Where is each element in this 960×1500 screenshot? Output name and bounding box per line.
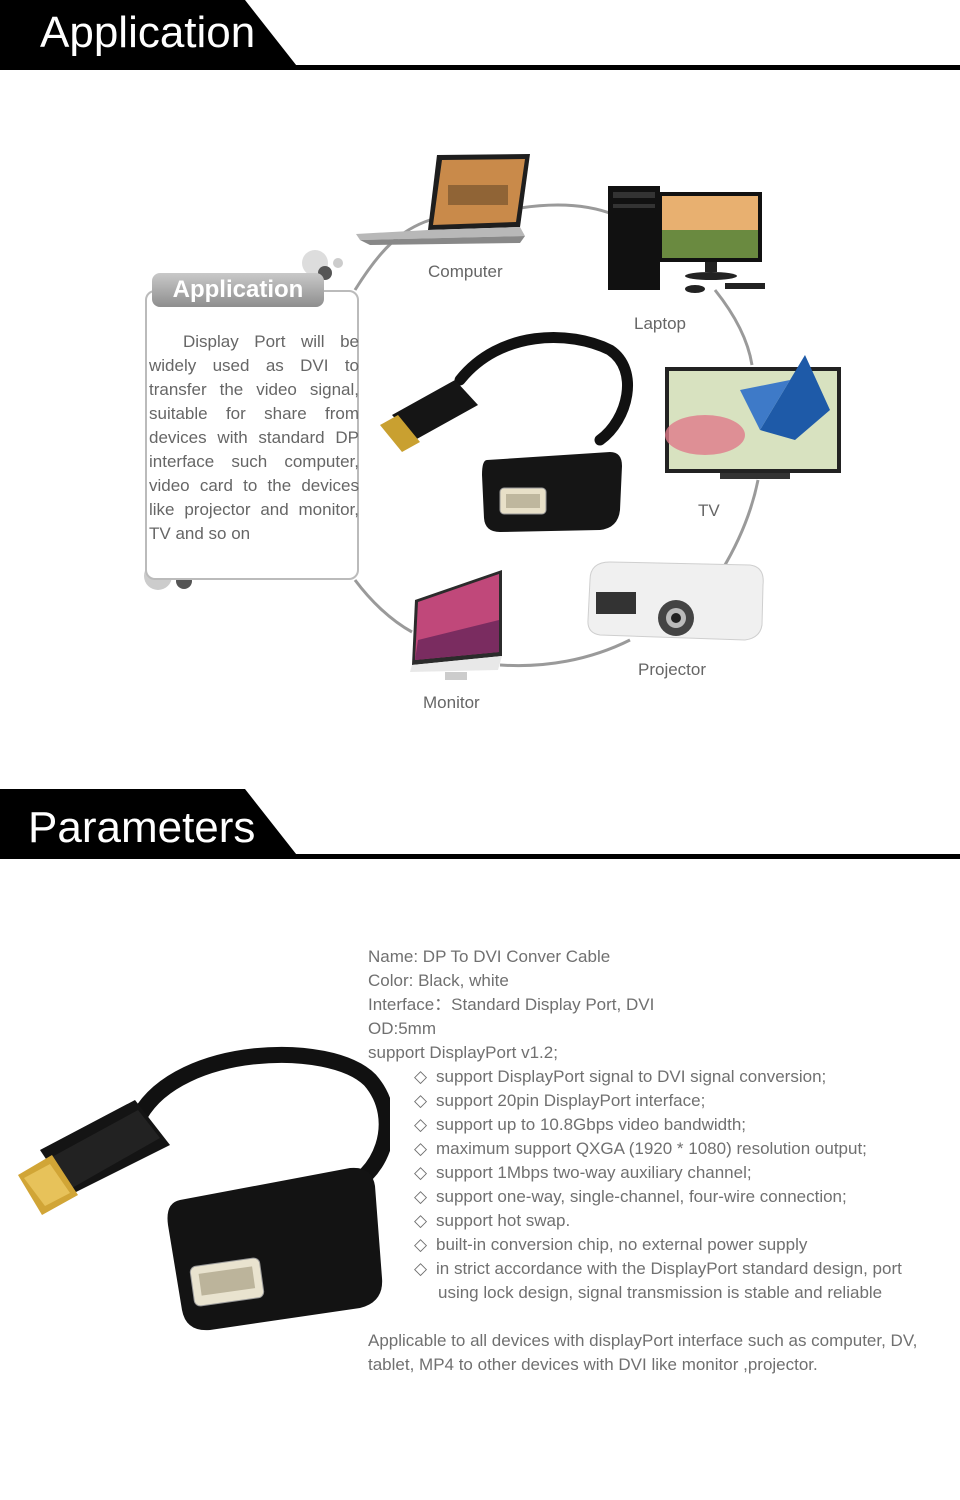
parameters-section-header: Parameters (0, 789, 960, 859)
application-diagram: Application Display Port will be widely … (0, 80, 960, 780)
diamond-bullet-icon: ◇ (414, 1259, 428, 1278)
connection-ring (353, 154, 841, 680)
diamond-bullet-icon: ◇ (414, 1187, 428, 1206)
feature-continuation: using lock design, signal transmission i… (438, 1283, 883, 1302)
header-tab (0, 789, 300, 859)
param-name: Name: DP To DVI Conver Cable (368, 947, 611, 966)
laptop-image (356, 154, 530, 245)
diamond-bullet-icon: ◇ (414, 1235, 428, 1254)
diamond-bullet-icon: ◇ (414, 1211, 428, 1230)
application-section-header: Application (0, 0, 960, 70)
param-support: support DisplayPort v1.2; (368, 1043, 558, 1062)
tv-image (665, 355, 841, 479)
application-box-text: Display Port will be widely used as DVI … (149, 332, 359, 543)
label-monitor: Monitor (423, 693, 480, 712)
adapter-product-image (18, 1046, 390, 1331)
list-item: ◇built-in conversion chip, no external p… (414, 1233, 958, 1257)
parameters-heading: Parameters (28, 803, 256, 852)
applicable-line-1: Applicable to all devices with displayPo… (368, 1331, 918, 1350)
application-heading: Application (40, 8, 256, 57)
projector-image (587, 561, 764, 641)
list-item: ◇in strict accordance with the DisplayPo… (414, 1257, 958, 1305)
list-item: ◇support 20pin DisplayPort interface; (414, 1089, 958, 1113)
monitor-image (410, 570, 502, 680)
header-rule (0, 854, 960, 859)
parameters-list: Name: DP To DVI Conver Cable Color: Blac… (368, 945, 958, 1377)
adapter-cable-image (380, 332, 633, 532)
decor-dot (333, 258, 343, 268)
feature-list: ◇support DisplayPort signal to DVI signa… (368, 1065, 958, 1305)
list-item: ◇support hot swap. (414, 1209, 958, 1233)
header-tab (0, 0, 300, 70)
label-computer: Computer (428, 262, 503, 281)
diamond-bullet-icon: ◇ (414, 1067, 428, 1086)
application-box-title: Application (152, 273, 324, 307)
application-info-box (145, 290, 359, 580)
diamond-bullet-icon: ◇ (414, 1163, 428, 1182)
diamond-bullet-icon: ◇ (414, 1115, 428, 1134)
param-od: OD:5mm (368, 1019, 436, 1038)
header-rule (0, 65, 960, 70)
list-item: ◇support DisplayPort signal to DVI signa… (414, 1065, 958, 1089)
applicable-line-2: tablet, MP4 to other devices with DVI li… (368, 1355, 818, 1374)
label-projector: Projector (638, 660, 707, 679)
desktop-image (608, 186, 765, 293)
param-color: Color: Black, white (368, 971, 509, 990)
list-item: ◇support 1Mbps two-way auxiliary channel… (414, 1161, 958, 1185)
param-interface: Interface：Standard Display Port, DVI (368, 995, 655, 1014)
list-item: ◇support one-way, single-channel, four-w… (414, 1185, 958, 1209)
label-laptop: Laptop (634, 314, 686, 333)
list-item: ◇support up to 10.8Gbps video bandwidth; (414, 1113, 958, 1137)
diamond-bullet-icon: ◇ (414, 1091, 428, 1110)
list-item: ◇maximum support QXGA (1920 * 1080) reso… (414, 1137, 958, 1161)
label-tv: TV (698, 501, 720, 520)
diamond-bullet-icon: ◇ (414, 1139, 428, 1158)
